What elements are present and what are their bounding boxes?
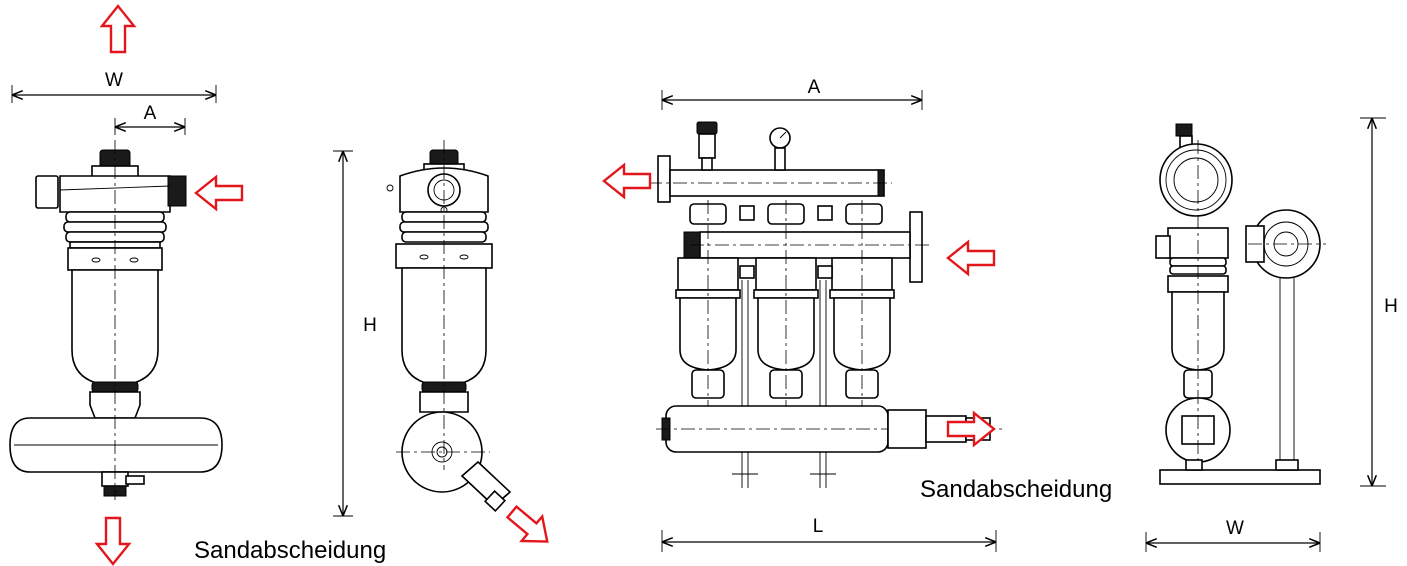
flow-arrow-icon: [194, 175, 244, 211]
dimension-label-h2: H: [1384, 296, 1398, 317]
filter-battery-side-view: [1155, 123, 1326, 485]
dimension-h-right: H: [1360, 117, 1398, 487]
dimension-label-w2: W: [1226, 518, 1244, 539]
flow-arrow-icon: [946, 240, 996, 276]
flow-arrow-icon: [100, 4, 136, 54]
caption-sandabscheidung-left: Sandabscheidung: [194, 537, 386, 564]
dimension-label-h: H: [363, 315, 377, 336]
dimension-label-l: L: [813, 516, 824, 537]
flow-arrow-icon: [500, 498, 559, 556]
filter-front-view: W A: [9, 4, 244, 566]
dimension-label-w: W: [105, 70, 123, 91]
dimension-label-a2: A: [808, 77, 821, 98]
flow-arrow-icon: [95, 516, 131, 566]
filter-side-view: [386, 140, 559, 556]
dimension-label-a: A: [144, 103, 157, 124]
filter-battery-front-view: A: [602, 77, 1002, 552]
flow-arrow-icon: [602, 163, 652, 199]
dimension-w-right: W: [1145, 518, 1321, 552]
caption-sandabscheidung-right: Sandabscheidung: [920, 476, 1112, 503]
dimension-h-left: H: [333, 150, 377, 517]
